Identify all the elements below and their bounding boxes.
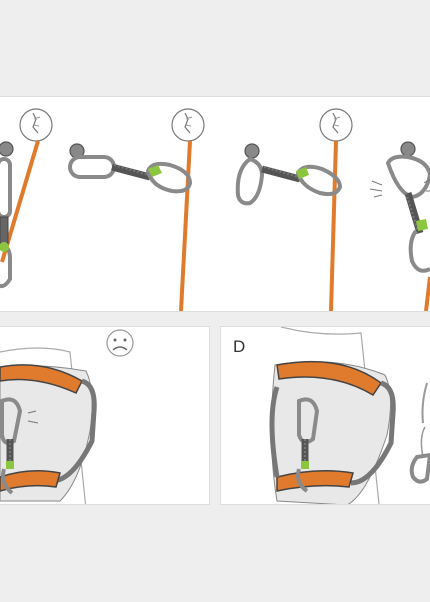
incorrect-clipping-panel: [0, 327, 209, 504]
detail-circle-icon: [319, 108, 353, 142]
quickdraw-icon: [296, 397, 320, 493]
step-2-illustration: [68, 108, 205, 311]
detail-circle-icon: [171, 108, 205, 142]
quickdraw-icon: [68, 143, 193, 194]
quickdraw-icon: [385, 141, 430, 273]
quickdraw-icon: [0, 141, 14, 289]
step-3-illustration: [235, 108, 353, 311]
quickdraw-icon: [0, 397, 23, 495]
correct-clipping-panel: D: [221, 327, 430, 504]
rope-icon: [329, 140, 338, 311]
quickdraw-icon: [409, 382, 430, 484]
panel-letter: D: [233, 337, 246, 356]
harness-icon: [0, 347, 97, 504]
step-4-illustration: [369, 141, 430, 311]
harness-icon: [269, 327, 396, 504]
rope-icon: [424, 276, 430, 311]
sad-face-icon: [106, 329, 134, 357]
incorrect-harness-illustration: [0, 329, 134, 504]
correct-harness-illustration: [269, 327, 430, 504]
clipping-steps-panel: [0, 97, 430, 311]
step-1-illustration: [0, 108, 53, 289]
detail-circle-icon: [19, 108, 53, 142]
quickdraw-icon: [235, 143, 343, 206]
clipping-steps-illustration: [0, 108, 430, 311]
rope-icon: [179, 140, 192, 311]
motion-lines-icon: [369, 178, 430, 198]
motion-lines-icon: [27, 410, 39, 424]
